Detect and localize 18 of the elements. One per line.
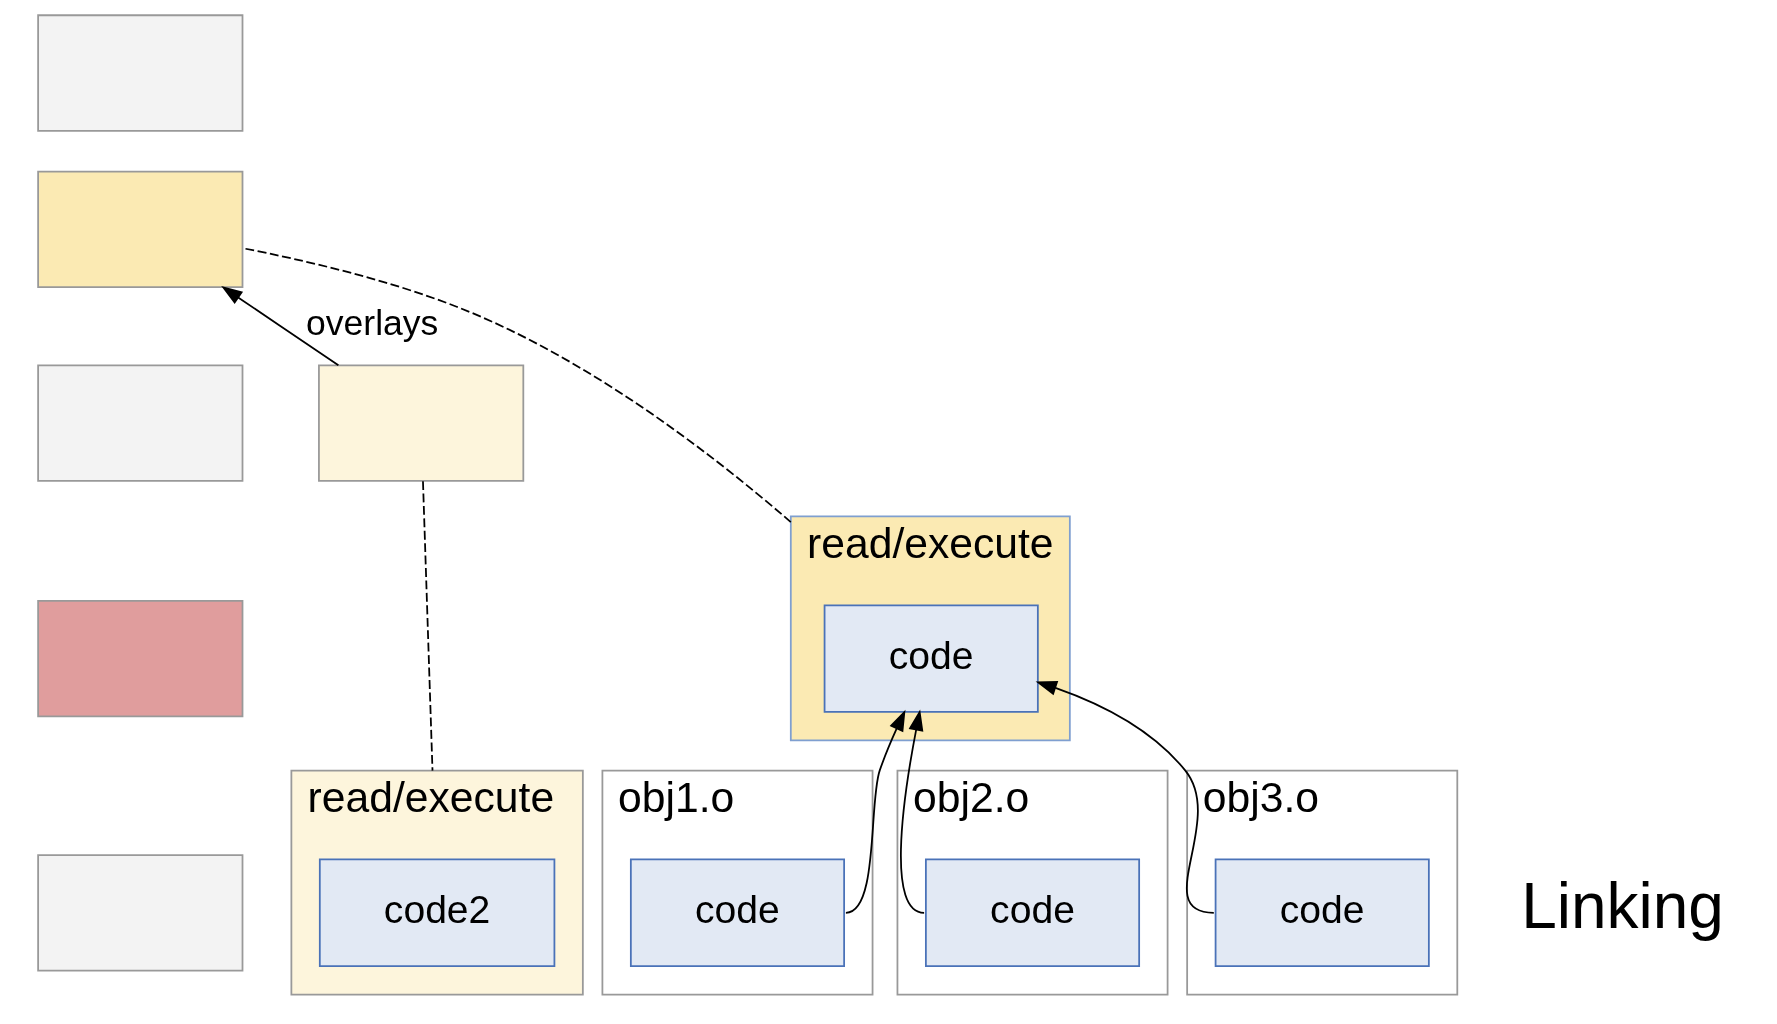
node-box: code2 (318, 858, 555, 967)
arrow (844, 709, 905, 914)
node-box (36, 854, 243, 972)
connector (421, 480, 433, 772)
node-box (36, 14, 243, 132)
arrow (220, 285, 339, 367)
arrow (899, 709, 925, 914)
node-box: code (629, 858, 845, 967)
arrow (1035, 680, 1215, 914)
label: Linking (1520, 870, 1724, 943)
node-box: code (823, 604, 1039, 713)
edge-label: overlays (305, 303, 438, 344)
node-box (36, 170, 243, 289)
node-box: code (1214, 858, 1430, 967)
node-box (317, 364, 524, 482)
node-box: code (924, 858, 1140, 967)
node-box (36, 364, 243, 482)
node-box (36, 600, 243, 718)
